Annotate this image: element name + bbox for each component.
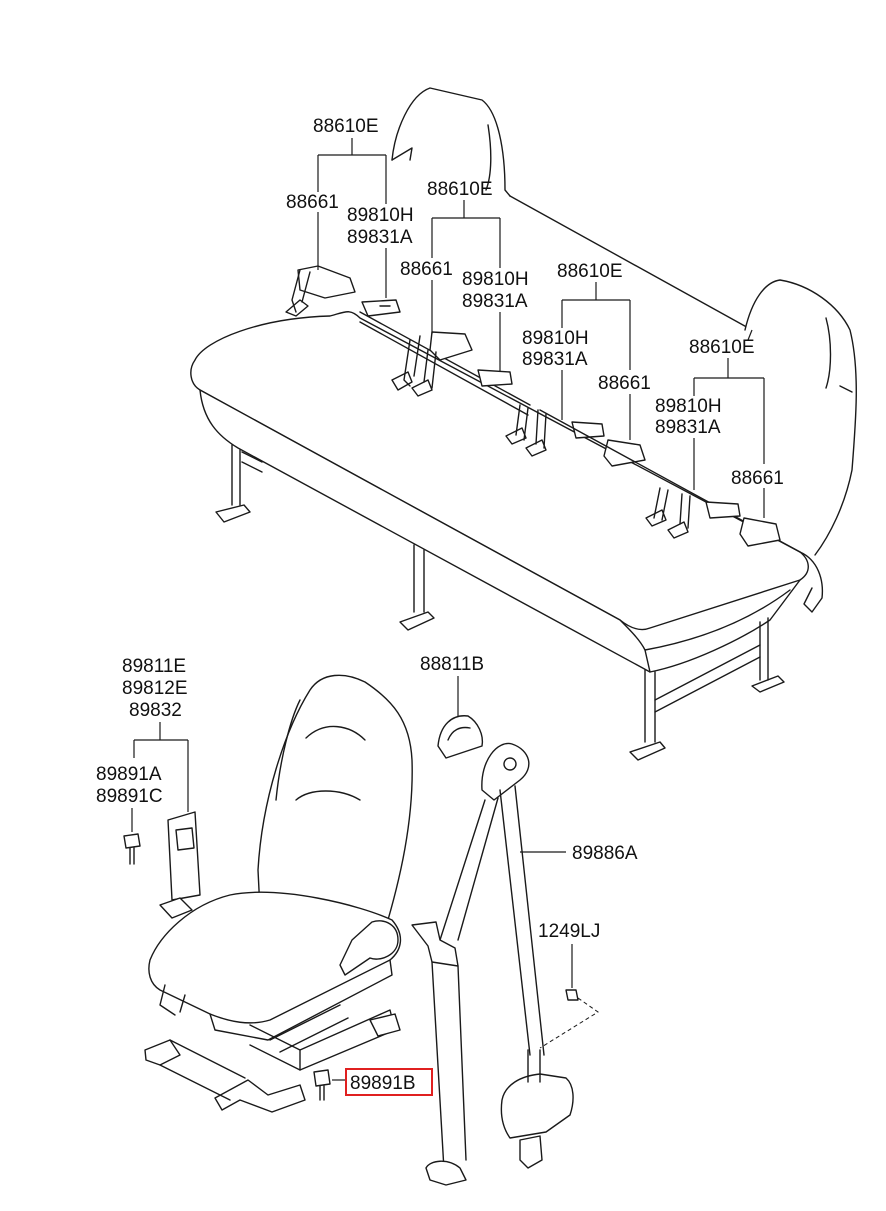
- label-88610e-2: 88610E: [427, 179, 493, 200]
- label-1249lj: 1249LJ: [538, 921, 600, 942]
- label-89891b: 89891B: [350, 1073, 416, 1094]
- label-89891c: 89891C: [96, 786, 163, 807]
- label-88610e-3: 88610E: [557, 261, 623, 282]
- label-89812e: 89812E: [122, 678, 188, 699]
- seat-belt-buckle-illustration: [159, 811, 201, 919]
- label-88610e-4: 88610E: [689, 337, 755, 358]
- label-89891a: 89891A: [96, 764, 162, 785]
- label-89810h-4: 89810H: [655, 396, 722, 417]
- label-89832: 89832: [129, 700, 182, 721]
- label-89810h-3: 89810H: [522, 328, 589, 349]
- front-seat-illustration: [144, 674, 413, 1113]
- label-89810h-1: 89810H: [347, 205, 414, 226]
- part-number-labels: 88610E 88661 89810H 89831A 88610E 88661 …: [96, 116, 784, 1096]
- label-89831a-2: 89831A: [462, 291, 528, 312]
- highlight-box-89891b: [345, 1068, 433, 1096]
- label-89831a-1: 89831A: [347, 227, 413, 248]
- bolt-89891a-illustration: [123, 833, 141, 865]
- leader-lines: [131, 138, 765, 1081]
- label-88661-1: 88661: [286, 192, 339, 213]
- label-89811e: 89811E: [122, 656, 186, 677]
- shoulder-belt-illustration: [411, 715, 599, 1186]
- label-88661-4: 88661: [731, 468, 784, 489]
- label-88610e-1: 88610E: [313, 116, 379, 137]
- bench-seat-illustration: [190, 87, 857, 761]
- label-88811b: 88811B: [420, 654, 484, 675]
- label-89831a-4: 89831A: [655, 417, 721, 438]
- label-89886a: 89886A: [572, 843, 638, 864]
- label-89810h-2: 89810H: [462, 269, 529, 290]
- label-88661-3: 88661: [598, 373, 651, 394]
- bolt-89891b-illustration: [313, 1069, 331, 1101]
- label-89831a-3: 89831A: [522, 349, 588, 370]
- label-88661-2: 88661: [400, 259, 453, 280]
